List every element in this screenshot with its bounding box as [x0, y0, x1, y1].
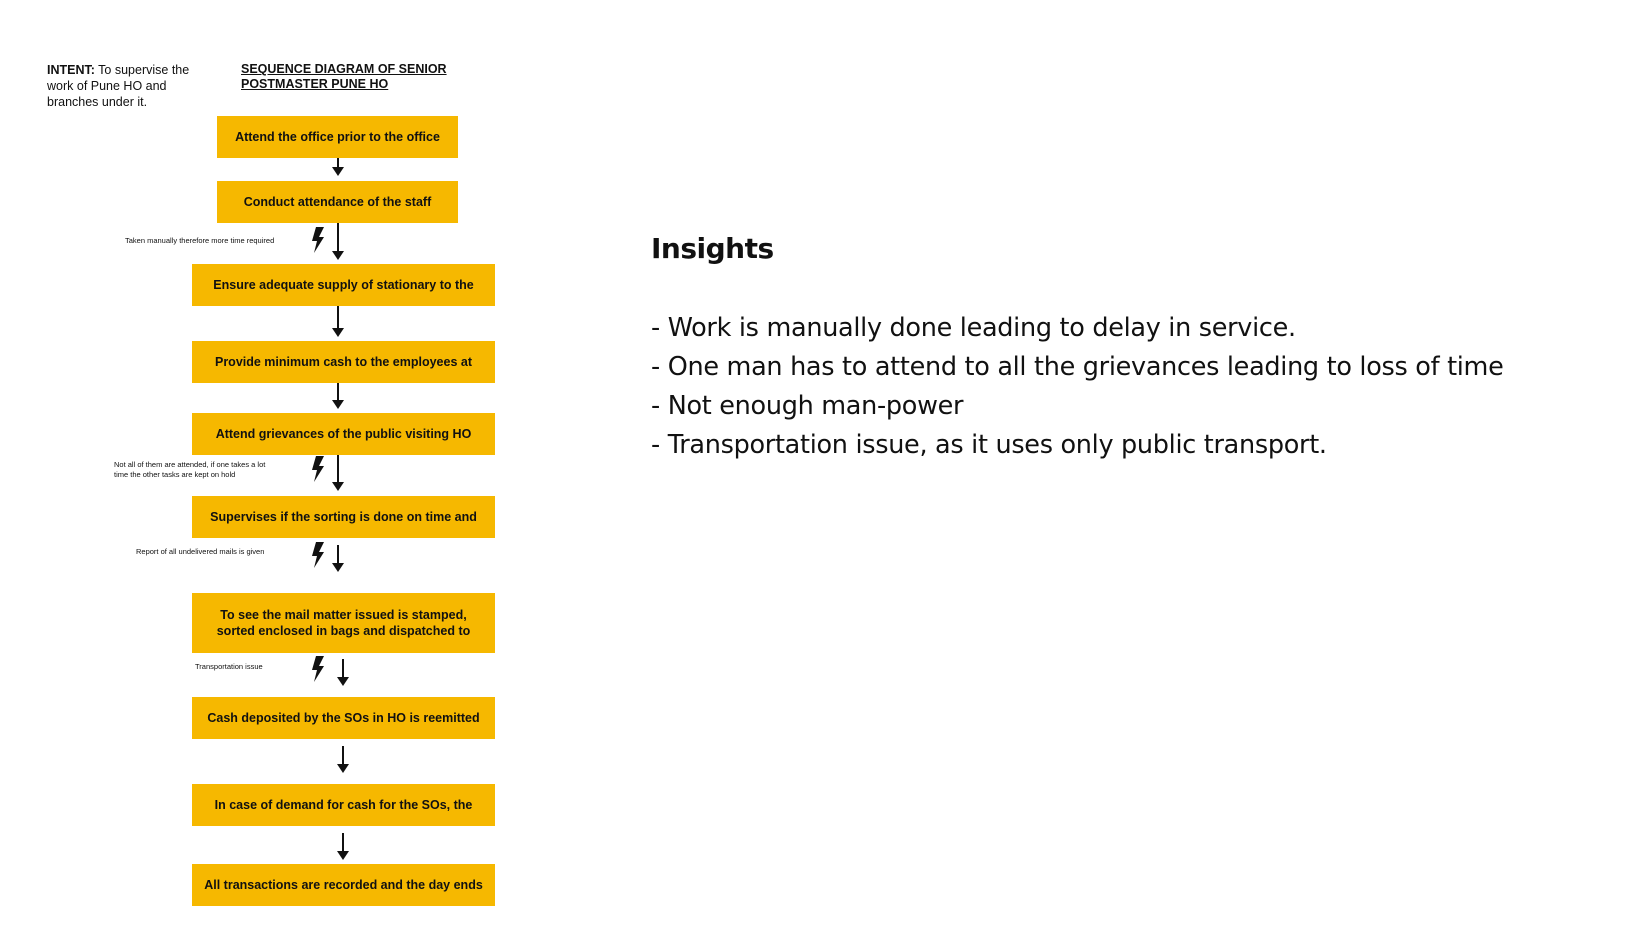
step-box-4: Provide minimum cash to the employees at	[192, 341, 495, 383]
flow-arrow-1	[332, 158, 344, 176]
step-box-1: Attend the office prior to the office	[217, 116, 458, 158]
intent-text: INTENT: To supervise the work of Pune HO…	[47, 62, 217, 110]
pain-point-note-3: Report of all undelivered mails is given	[136, 547, 265, 556]
step-box-2: Conduct attendance of the staff	[217, 181, 458, 223]
flow-arrow-5	[332, 455, 344, 491]
flow-arrow-3	[332, 306, 344, 337]
flow-arrow-8	[337, 746, 349, 773]
pain-point-note-1: Taken manually therefore more time requi…	[125, 236, 275, 245]
step-box-8: Cash deposited by the SOs in HO is reemi…	[192, 697, 495, 739]
step-box-3: Ensure adequate supply of stationary to …	[192, 264, 495, 306]
lightning-bolt-icon-4	[312, 656, 324, 682]
flow-arrow-4	[332, 383, 344, 409]
pain-point-note-2: Not all of them are attended, if one tak…	[114, 460, 266, 479]
lightning-bolt-icon-1	[312, 227, 324, 253]
flow-arrow-2	[332, 223, 344, 260]
insight-item-1: - Work is manually done leading to delay…	[651, 313, 1296, 343]
insights-list: - Work is manually done leading to delay…	[651, 309, 1641, 465]
flow-arrow-7	[337, 659, 349, 686]
intent-description: To supervise the work of Pune HO and bra…	[47, 63, 190, 109]
step-box-9: In case of demand for cash for the SOs, …	[192, 784, 495, 826]
lightning-bolt-icon-3	[312, 542, 324, 568]
flow-arrow-9	[337, 833, 349, 860]
step-box-7: To see the mail matter issued is stamped…	[192, 593, 495, 653]
insight-item-4: - Transportation issue, as it uses only …	[651, 430, 1327, 460]
insight-item-2: - One man has to attend to all the griev…	[651, 352, 1504, 382]
insights-title: Insights	[651, 232, 774, 265]
lightning-bolt-icon-2	[312, 456, 324, 482]
flow-arrow-6	[332, 545, 344, 572]
insight-item-3: - Not enough man-power	[651, 391, 964, 421]
step-box-5: Attend grievances of the public visiting…	[192, 413, 495, 455]
step-box-6: Supervises if the sorting is done on tim…	[192, 496, 495, 538]
step-box-10: All transactions are recorded and the da…	[192, 864, 495, 906]
pain-point-note-4: Transportation issue	[195, 662, 263, 671]
intent-label: INTENT:	[47, 63, 95, 77]
diagram-title: SEQUENCE DIAGRAM OF SENIOR POSTMASTER PU…	[241, 62, 447, 91]
